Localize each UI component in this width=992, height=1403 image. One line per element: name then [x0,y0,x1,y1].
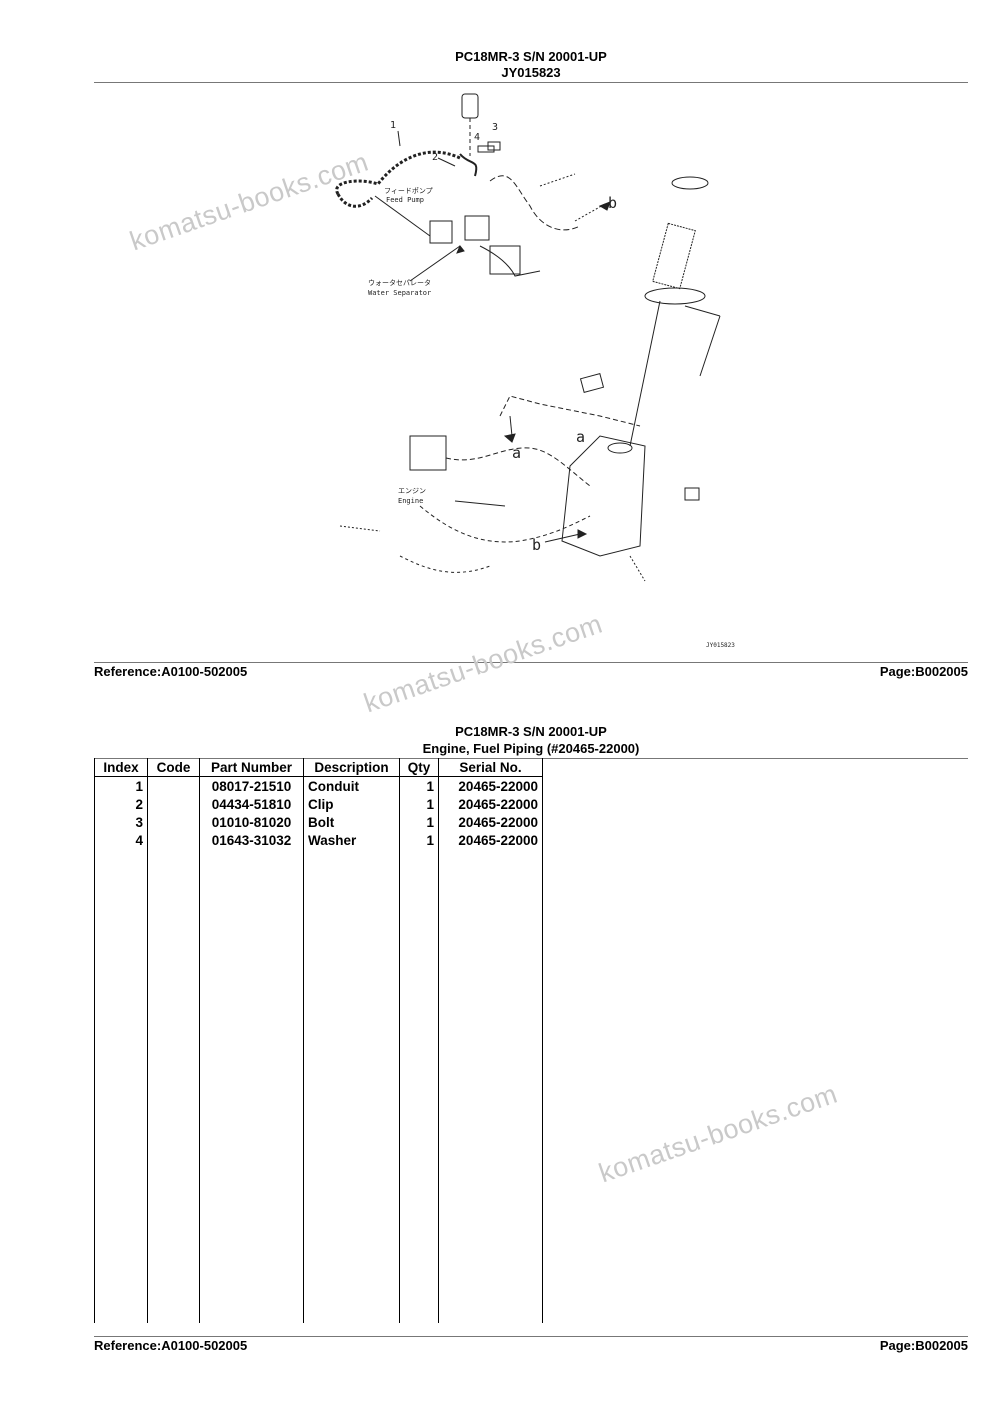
col-code: Code [147,758,200,777]
page-number-bottom: Page:B002005 [879,1338,968,1353]
row-description: Bolt [303,813,400,831]
col-qty: Qty [399,758,439,777]
parts-section-title: Engine, Fuel Piping (#20465-22000) [422,741,640,756]
table-row: 4 01643-31032 Washer 1 20465-22000 [94,831,543,849]
col-part-number: Part Number [199,758,304,777]
feed-pump-label-jp: フィードポンプ [384,187,433,195]
page-number-top: Page:B002005 [879,664,968,679]
table-row: 3 01010-81020 Bolt 1 20465-22000 [94,813,543,831]
row-description: Clip [303,795,400,813]
row-part-number: 01010-81020 [199,813,304,831]
row-qty: 1 [399,813,439,831]
model-title: PC18MR-3 S/N 20001-UP [455,49,607,64]
parts-diagram: 1 2 3 4 a a b b フィードポンプ Feed Pump ウォータセパ… [300,86,780,666]
callout-b: b [532,536,542,554]
drawing-code: JY015823 [706,642,735,649]
water-separator-label: Water Separator [368,289,432,297]
row-qty: 1 [399,795,439,813]
header-rule [94,82,968,83]
col-serial: Serial No. [438,758,543,777]
callout-a: a [512,444,522,462]
callout-b: b [608,194,618,212]
parts-table-header: Index Code Part Number Description Qty S… [94,758,543,777]
callout-a: a [576,428,586,446]
row-serial: 20465-22000 [438,776,543,795]
col-description: Description [303,758,400,777]
parts-table: Index Code Part Number Description Qty S… [94,758,543,1323]
table-row: 2 04434-51810 Clip 1 20465-22000 [94,795,543,813]
row-description: Washer [303,831,400,849]
row-serial: 20465-22000 [438,813,543,831]
row-code [147,831,200,849]
row-part-number: 08017-21510 [199,776,304,795]
row-serial: 20465-22000 [438,795,543,813]
engine-label: Engine [398,497,424,505]
row-index: 1 [94,776,148,795]
feed-pump-label: Feed Pump [386,196,424,204]
footer-rule-top [94,662,968,663]
row-qty: 1 [399,831,439,849]
callout-3: 3 [492,122,499,133]
row-description: Conduit [303,776,400,795]
water-separator-label-jp: ウォータセパレータ [368,279,431,287]
reference-top: Reference:A0100-502005 [94,664,248,679]
row-part-number: 04434-51810 [199,795,304,813]
reference-bottom: Reference:A0100-502005 [94,1338,248,1353]
footer-rule-bottom [94,1336,968,1337]
row-index: 2 [94,795,148,813]
illustration-id: JY015823 [501,65,561,80]
row-serial: 20465-22000 [438,831,543,849]
fuel-piping-drawing [335,93,721,582]
col-index: Index [94,758,148,777]
row-code [147,813,200,831]
watermark: komatsu-books.com [595,1078,842,1189]
table-filler [94,849,543,1323]
table-row: 1 08017-21510 Conduit 1 20465-22000 [94,776,543,795]
engine-label-jp: エンジン [398,487,426,495]
row-part-number: 01643-31032 [199,831,304,849]
row-index: 3 [94,813,148,831]
row-code [147,776,200,795]
parts-model-title: PC18MR-3 S/N 20001-UP [455,724,607,739]
callout-2: 2 [432,152,439,163]
callout-4: 4 [474,132,481,143]
callout-1: 1 [390,120,397,131]
row-code [147,795,200,813]
row-index: 4 [94,831,148,849]
row-qty: 1 [399,776,439,795]
